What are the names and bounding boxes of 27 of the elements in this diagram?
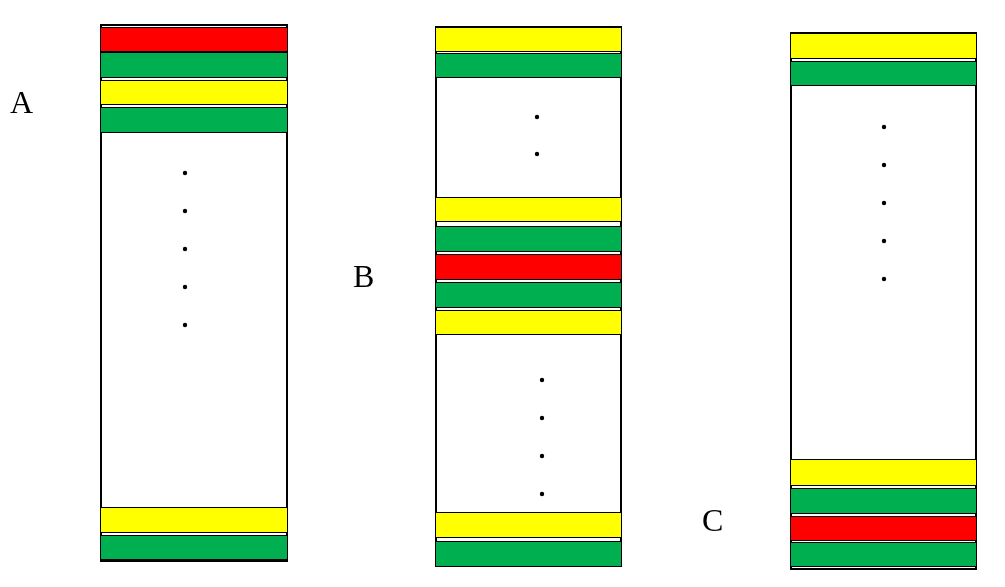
bar-segment bbox=[790, 33, 977, 59]
bar-segment bbox=[100, 27, 288, 52]
bar-segment bbox=[100, 107, 288, 133]
bar-segment bbox=[435, 197, 622, 222]
bar-segment bbox=[790, 516, 977, 541]
bar-segment bbox=[435, 226, 622, 252]
bar-segment bbox=[790, 488, 977, 514]
column-frame bbox=[790, 32, 977, 570]
bar-segment bbox=[435, 541, 622, 567]
bar-segment bbox=[435, 53, 622, 78]
bar-segment bbox=[435, 512, 622, 538]
bar-segment bbox=[435, 310, 622, 335]
bar-segment bbox=[100, 535, 288, 560]
bar-segment bbox=[100, 507, 288, 533]
column-label: B bbox=[353, 260, 375, 292]
bar-segment bbox=[790, 459, 977, 486]
column-label: C bbox=[702, 504, 724, 536]
bar-segment bbox=[790, 542, 977, 567]
column-label: A bbox=[10, 86, 34, 118]
column-frame bbox=[100, 24, 288, 562]
bar-segment bbox=[790, 61, 977, 86]
column-frame bbox=[435, 26, 622, 567]
bar-segment bbox=[100, 52, 288, 78]
bar-segment bbox=[435, 254, 622, 280]
bar-segment bbox=[435, 27, 622, 52]
bar-segment bbox=[435, 282, 622, 308]
bar-segment bbox=[100, 80, 288, 105]
